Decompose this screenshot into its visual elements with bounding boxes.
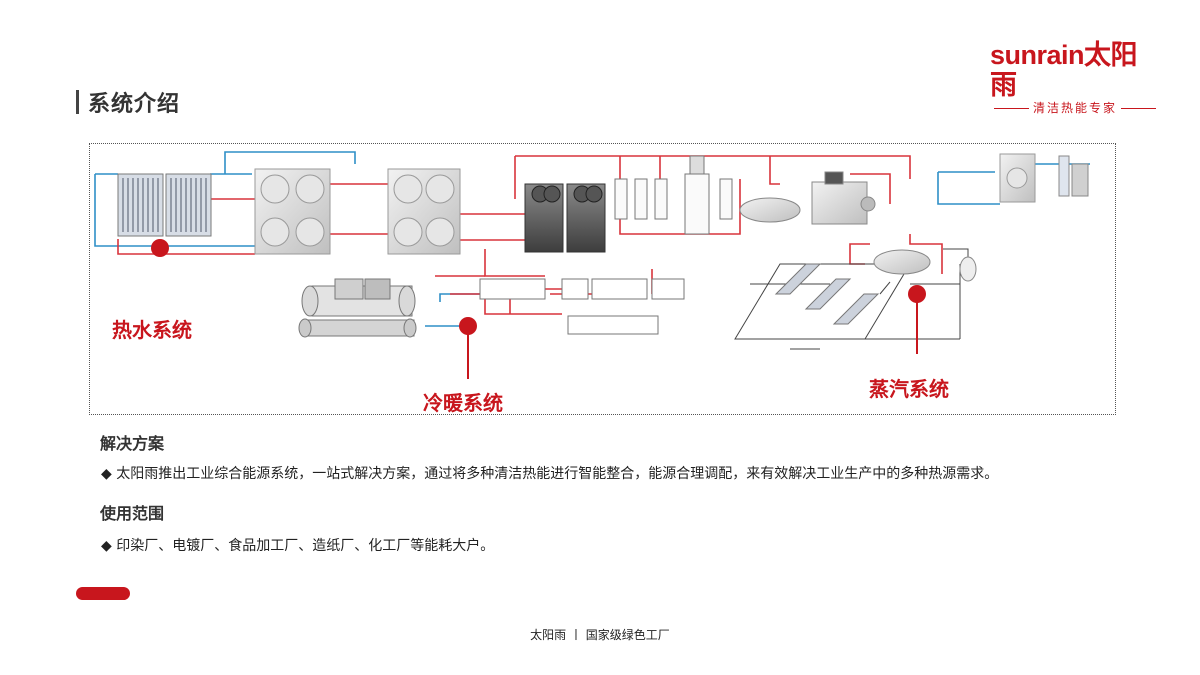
tagline-rule-right <box>1121 107 1157 109</box>
solution-heading: 解决方案 <box>100 434 165 453</box>
brand-logo: sunrain太阳雨 清洁热能专家 <box>990 40 1160 115</box>
cold-water-pipes <box>94 151 1090 327</box>
brand-wordmark: sunrain太阳雨 <box>990 40 1138 100</box>
process-boxes <box>479 278 685 335</box>
page-title-wrap: 系统介绍 <box>76 86 180 118</box>
heat-pump-units <box>524 183 606 253</box>
steam-solar-panels <box>774 263 880 325</box>
decorative-red-pill <box>76 587 130 600</box>
marker-hot-water <box>151 239 169 257</box>
label-steam-system: 蒸汽系统 <box>869 377 949 401</box>
steam-pipes <box>734 248 969 350</box>
label-hot-water-system: 热水系统 <box>112 318 192 342</box>
marker-steam <box>908 285 926 354</box>
brand-tagline: 清洁热能专家 <box>1033 101 1118 115</box>
brand-tagline-row: 清洁热能专家 <box>990 101 1160 115</box>
footer-text: 太阳雨 丨 国家级绿色工厂 <box>530 628 670 642</box>
system-diagram: 热水系统 冷暖系统 蒸汽系统 <box>89 143 1116 415</box>
water-tanks <box>254 153 1036 255</box>
tagline-rule-left <box>994 107 1029 109</box>
heat-exchangers <box>614 155 733 235</box>
chiller-unit <box>298 278 417 338</box>
scope-text: ◆ 印染厂、电镀厂、食品加工厂、造纸厂、化工厂等能耗大户。 <box>101 538 495 554</box>
page-title: 系统介绍 <box>88 92 181 117</box>
label-heating-cooling-system: 冷暖系统 <box>423 391 503 415</box>
solar-collectors <box>117 173 212 237</box>
title-accent-bar <box>76 90 79 114</box>
solution-text: ◆ 太阳雨推出工业综合能源系统，一站式解决方案，通过将多种清洁热能进行智能整合，… <box>101 466 999 482</box>
marker-heating-cooling <box>459 317 477 379</box>
scope-heading: 使用范围 <box>100 504 165 523</box>
system-schematic <box>94 151 1090 379</box>
steam-equipment <box>739 155 1089 282</box>
